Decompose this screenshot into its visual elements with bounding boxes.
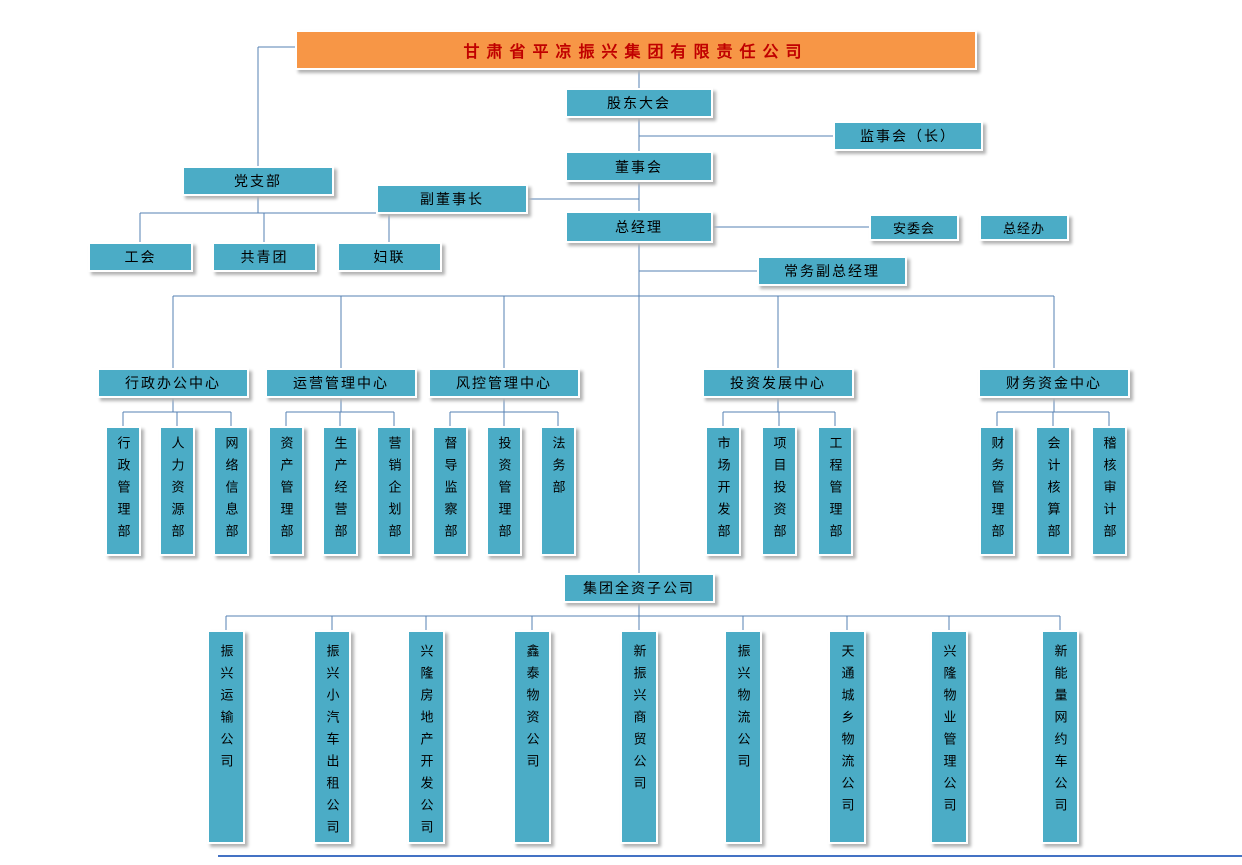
node-risk-control-center: 风控管理中心 (428, 368, 580, 398)
subsidiary-box: 振兴运输公司 (207, 630, 245, 844)
node-youth-league: 共青团 (212, 242, 317, 272)
node-safety-committee: 安委会 (869, 214, 959, 241)
subsidiary-box: 振兴小汽车出租公司 (313, 630, 351, 844)
node-executive-deputy-gm: 常务副总经理 (757, 256, 907, 286)
dept-box: 项目投资部 (761, 426, 797, 556)
node-investment-center: 投资发展中心 (702, 368, 854, 398)
subsidiary-box: 鑫泰物资公司 (513, 630, 551, 844)
dept-box: 行政管理部 (105, 426, 141, 556)
node-labor-union: 工会 (88, 242, 193, 272)
subsidiary-box: 新振兴商贸公司 (620, 630, 658, 844)
dept-box: 生产经营部 (322, 426, 358, 556)
node-shareholders-meeting: 股东大会 (565, 88, 713, 118)
node-vice-chairman: 副董事长 (376, 184, 528, 214)
subsidiary-box: 兴隆物业管理公司 (930, 630, 968, 844)
dept-box: 督导监察部 (432, 426, 468, 556)
node-womens-federation: 妇联 (337, 242, 442, 272)
dept-box: 法务部 (540, 426, 576, 556)
dept-box: 人力资源部 (159, 426, 195, 556)
dept-box: 资产管理部 (268, 426, 304, 556)
company-title: 甘肃省平凉振兴集团有限责任公司 (295, 30, 977, 70)
dept-box: 营销企划部 (376, 426, 412, 556)
node-party-branch: 党支部 (182, 166, 334, 196)
dept-box: 稽核审计部 (1091, 426, 1127, 556)
subsidiary-box: 兴隆房地产开发公司 (407, 630, 445, 844)
node-operations-center: 运营管理中心 (265, 368, 417, 398)
node-supervisory-board: 监事会（长） (833, 121, 983, 151)
node-general-manager: 总经理 (565, 211, 713, 243)
subsidiary-box: 天通城乡物流公司 (828, 630, 866, 844)
dept-box: 财务管理部 (979, 426, 1015, 556)
dept-box: 网络信息部 (213, 426, 249, 556)
subsidiary-box: 新能量网约车公司 (1041, 630, 1079, 844)
dept-box: 市场开发部 (705, 426, 741, 556)
node-subsidiaries-group: 集团全资子公司 (563, 573, 715, 603)
node-admin-office-center: 行政办公中心 (97, 368, 249, 398)
node-gm-office: 总经办 (979, 214, 1069, 241)
dept-box: 工程管理部 (817, 426, 853, 556)
subsidiary-box: 振兴物流公司 (724, 630, 762, 844)
node-finance-center: 财务资金中心 (978, 368, 1130, 398)
dept-box: 会计核算部 (1035, 426, 1071, 556)
node-board-of-directors: 董事会 (565, 151, 713, 182)
dept-box: 投资管理部 (486, 426, 522, 556)
